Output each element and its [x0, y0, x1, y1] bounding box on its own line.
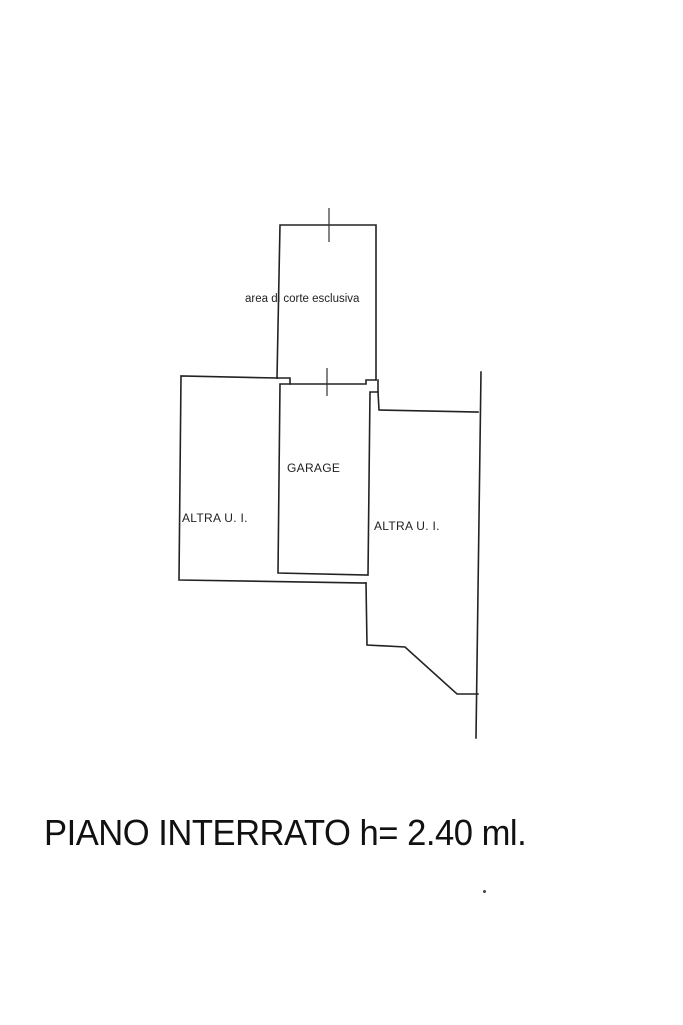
scan-speck: [483, 890, 486, 893]
courtyard-outline: [276, 224, 377, 381]
garage-outline: [277, 379, 379, 576]
garage-label: GARAGE: [287, 461, 340, 475]
courtyard-area: area di corte esclusiva: [245, 208, 377, 381]
right-unit-top-wall: [377, 391, 479, 413]
floor-plan-title: PIANO INTERRATO h= 2.40 ml.: [44, 812, 527, 853]
right-unit-lower-outline: [365, 582, 479, 695]
left-unit-outline: [178, 375, 367, 584]
right-boundary-wall: [475, 371, 482, 739]
left-unit-label: ALTRA U. I.: [182, 511, 248, 525]
garage-entry-wall: [276, 377, 377, 385]
right-unit-area: ALTRA U. I.: [365, 371, 482, 739]
right-unit-label: ALTRA U. I.: [374, 519, 440, 533]
left-unit-area: ALTRA U. I.: [178, 375, 367, 584]
courtyard-label: area di corte esclusiva: [245, 293, 360, 305]
garage-area: GARAGE: [276, 368, 379, 576]
